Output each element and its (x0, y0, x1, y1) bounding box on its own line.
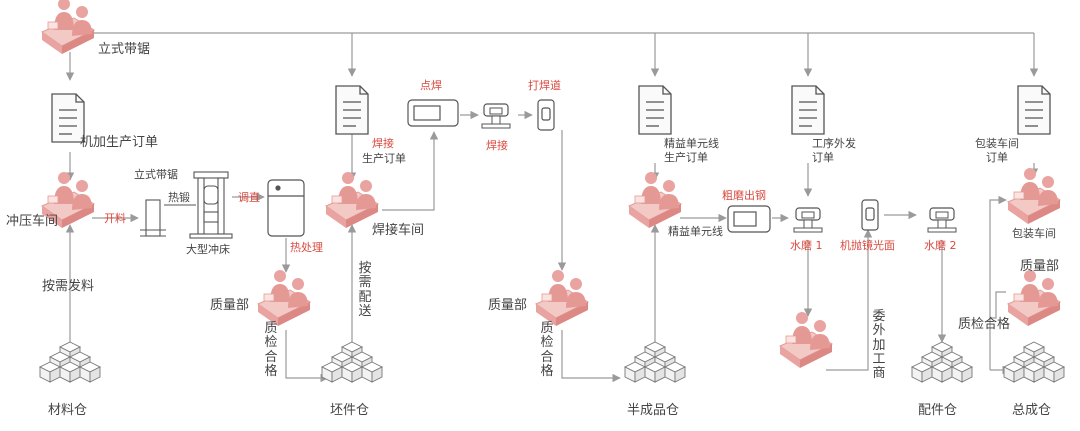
band-saw-small-label: 立式带锯 (134, 168, 178, 181)
open-material-label: 开料 (104, 212, 126, 225)
qc-pass-label: 质检合格 (958, 317, 1011, 332)
on-demand-issue-label: 按需发料 (42, 279, 95, 294)
document-icon (335, 85, 369, 135)
qc-pass-label: 质检合格 (264, 321, 278, 379)
band-saw-top-label: 立式带锯 (98, 42, 151, 57)
hot-forging-label: 热锻 (168, 191, 190, 204)
heat-treat-label: 热处理 (290, 241, 323, 254)
document-icon (791, 85, 825, 135)
outsource-processor-label: 委外加工商 (872, 309, 886, 382)
furnace-icon (267, 179, 305, 237)
worker-icon (628, 171, 682, 229)
quality-dept-label: 质量部 (1020, 259, 1060, 274)
worker-icon (1007, 167, 1061, 225)
packing-shop-label: 包装车间 (1012, 227, 1056, 240)
water-grind-1-label: 水磨 1 (790, 239, 823, 252)
order-machining-label: 机加生产订单 (80, 135, 159, 150)
worker-icon (41, 0, 95, 55)
weld-seam-label: 打焊道 (528, 79, 561, 92)
worker-icon (1007, 269, 1061, 327)
quality-dept-label: 质量部 (488, 298, 528, 313)
document-icon (1017, 85, 1051, 135)
weld-seam-machine-icon (537, 99, 555, 131)
straighten-label: 调直 (238, 191, 260, 204)
worker-icon (535, 269, 589, 327)
band-saw-machine-icon (140, 199, 166, 237)
document-icon (638, 85, 672, 135)
welding-order-label: 生产订单 (362, 152, 406, 165)
outsource-order-label: 工序外发订单 (812, 137, 856, 165)
lean-line-label: 精益单元线 (668, 225, 723, 238)
worker-icon (325, 171, 379, 229)
on-demand-delivery-label: 按需配送 (358, 261, 372, 319)
large-press-label: 大型冲床 (186, 243, 230, 256)
water-grind-2-label: 水磨 2 (924, 239, 957, 252)
welding-order-red-label: 焊接 (372, 137, 394, 150)
press-machine-icon (164, 171, 233, 239)
packing-order-label: 包装车间订单 (975, 137, 1019, 165)
rough-grind-machine-icon (727, 205, 771, 233)
stamping-shop-label: 冲压车间 (6, 214, 59, 229)
polish-machine-icon (861, 199, 879, 231)
raw-material-store-label: 材料仓 (48, 403, 88, 418)
blank-store-label: 坯件仓 (330, 403, 370, 418)
spot-weld-machine-icon (407, 99, 459, 127)
welding-shop-label: 焊接车间 (372, 223, 425, 238)
qc-pass-label: 质检合格 (540, 321, 554, 379)
top-distribution-line (65, 32, 1039, 383)
water-grind-machine-icon (927, 207, 957, 233)
boxes-icon (1004, 342, 1064, 382)
lean-line-order-label: 精益单元线生产订单 (664, 137, 719, 165)
welding-machine-icon (481, 103, 511, 129)
boxes-icon (912, 342, 972, 382)
parts-store-label: 配件仓 (918, 403, 958, 418)
weld-label: 焊接 (486, 139, 508, 152)
quality-dept-label: 质量部 (210, 298, 250, 313)
water-grind-machine-icon (793, 207, 823, 233)
semi-store-label: 半成品仓 (627, 403, 680, 418)
final-store-label: 总成仓 (1012, 403, 1052, 418)
rough-grind-label: 粗磨出钢 (722, 189, 766, 202)
worker-icon (779, 311, 833, 369)
worker-icon (257, 269, 311, 327)
spot-weld-label: 点焊 (420, 79, 442, 92)
boxes-icon (40, 342, 100, 382)
boxes-icon (625, 342, 685, 382)
polish-label: 机抛镜光面 (840, 239, 895, 252)
boxes-icon (322, 342, 382, 382)
